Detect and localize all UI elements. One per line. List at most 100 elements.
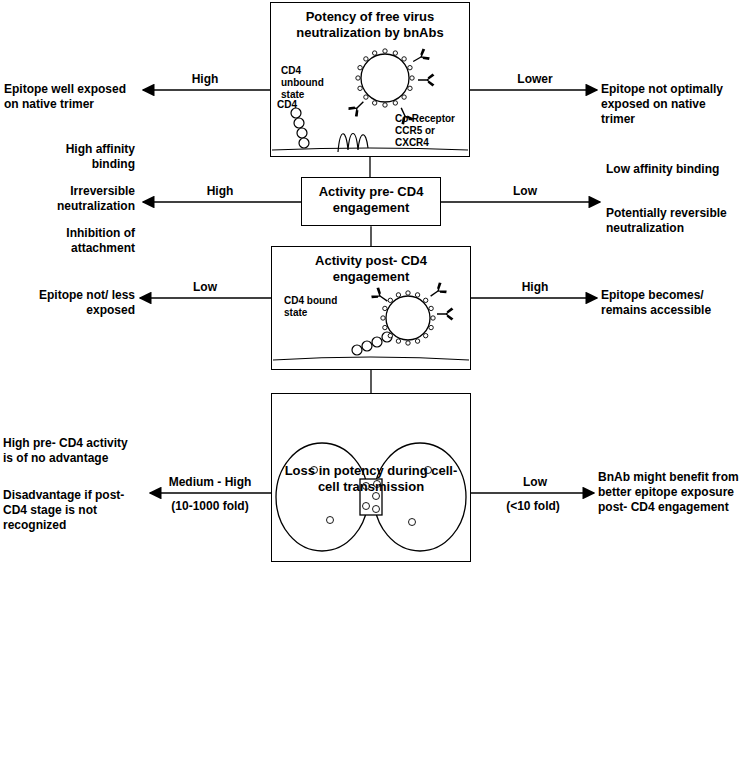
- env-spike: [423, 333, 427, 337]
- env-spike: [406, 291, 410, 295]
- env-spike: [406, 341, 410, 345]
- outcome-note: Disadvantage if post- CD4 stage is not r…: [3, 488, 124, 532]
- label-holder: Epitope not/ less exposed: [30, 288, 135, 318]
- arrow-label: High: [205, 184, 236, 198]
- env-spike: [383, 103, 387, 107]
- virion: [373, 506, 380, 513]
- env-spike: [429, 306, 433, 310]
- env-spike: [415, 339, 419, 343]
- virion: [327, 517, 334, 524]
- virion: [409, 519, 416, 526]
- env-spike: [358, 86, 362, 90]
- cd4-bound: [352, 332, 392, 355]
- label-holder: Epitope not optimally exposed on native …: [601, 82, 743, 127]
- arrow-label: (10-1000 fold): [169, 499, 250, 513]
- label-holder: Epitope becomes/ remains accessible: [601, 288, 736, 318]
- label-holder: Lower: [505, 72, 565, 87]
- label-holder: Medium - High: [155, 475, 265, 490]
- co-receptor: [338, 134, 368, 153]
- cell-cell-synapse: [276, 443, 466, 551]
- env-spike: [396, 293, 400, 297]
- outcome-note: High pre- CD4 activity is of no advantag…: [3, 436, 128, 465]
- env-spike: [410, 76, 414, 80]
- label-holder: Epitope well exposed on native trimer: [4, 82, 138, 112]
- env-spike: [383, 325, 387, 329]
- outcome-note: Epitope not optimally exposed on native …: [601, 82, 723, 126]
- outcome-note: Irreversible neutralization: [57, 184, 135, 213]
- illustration-label: CD4: [277, 99, 307, 111]
- env-spike: [372, 101, 376, 105]
- label-holder: High: [195, 184, 245, 199]
- env-spike: [408, 86, 412, 90]
- process-box: Potency of free virus neutralization by …: [270, 2, 470, 157]
- outcome-note: Epitope not/ less exposed: [39, 288, 135, 317]
- connector: [370, 370, 371, 393]
- virion: [363, 503, 370, 510]
- outcome-note: Low affinity binding: [606, 162, 719, 176]
- outcome-note: Epitope well exposed on native trimer: [4, 82, 126, 111]
- env-spike: [356, 76, 360, 80]
- arrow-label: Medium - High: [167, 475, 254, 489]
- env-spike: [402, 57, 406, 61]
- env-spike: [388, 298, 392, 302]
- label-holder: (10-1000 fold): [155, 499, 265, 514]
- label-holder: Low affinity binding: [606, 162, 731, 177]
- outcome-note: Potentially reversible neutralization: [606, 206, 727, 235]
- env-spike: [393, 101, 397, 105]
- label-holder: High pre- CD4 activity is of no advantag…: [3, 436, 138, 466]
- env-spike: [396, 339, 400, 343]
- outcome-note: Inhibition of attachment: [66, 226, 135, 255]
- arrow-label: High: [520, 280, 551, 294]
- process-box: Loss in potency during cell-cell transmi…: [271, 393, 471, 562]
- membrane-2: [273, 357, 469, 360]
- side-arrows: [140, 90, 600, 493]
- label-holder: High affinity binding: [35, 142, 135, 172]
- arrow-label: Lower: [515, 72, 554, 86]
- virion: [373, 493, 380, 500]
- outcome-note: High affinity binding: [66, 142, 135, 171]
- env-spike: [415, 293, 419, 297]
- label-holder: Inhibition of attachment: [35, 226, 135, 256]
- arrow-label: (<10 fold): [504, 499, 562, 513]
- label-holder: (<10 fold): [483, 499, 583, 514]
- box-title: Activity post- CD4 engagement: [272, 247, 470, 284]
- env-spike: [383, 49, 387, 53]
- env-spike: [429, 325, 433, 329]
- connector: [370, 226, 371, 246]
- cd4-receptor: [291, 108, 309, 148]
- label-holder: High: [180, 72, 230, 87]
- outcome-note: BnAb might benefit from better epitope e…: [598, 470, 739, 514]
- env-spike: [364, 57, 368, 61]
- env-spike: [388, 333, 392, 337]
- label-holder: BnAb might benefit from better epitope e…: [598, 470, 743, 515]
- env-spike: [423, 298, 427, 302]
- label-holder: Irreversible neutralization: [35, 184, 135, 214]
- connector: [369, 157, 370, 177]
- outcome-note: Epitope becomes/ remains accessible: [601, 288, 711, 317]
- env-spike: [381, 316, 385, 320]
- label-holder: Low: [505, 475, 565, 490]
- env-spike: [402, 95, 406, 99]
- arrow-label: Low: [521, 475, 549, 489]
- label-holder: Low: [180, 280, 230, 295]
- box-title: Activity pre- CD4 engagement: [302, 178, 440, 215]
- process-box: Activity pre- CD4 engagement: [301, 177, 441, 226]
- env-spike: [383, 306, 387, 310]
- env-spike: [372, 51, 376, 55]
- env-spike: [431, 316, 435, 320]
- arrow-label: Low: [511, 184, 539, 198]
- illustration-label: Co-Receptor CCR5 or CXCR4: [395, 113, 469, 149]
- arrow-label: High: [190, 72, 221, 86]
- illustration-label: CD4 bound state: [284, 295, 342, 319]
- process-box: Activity post- CD4 engagementCD4 bound s…: [271, 246, 471, 370]
- illustration-label: CD4 unbound state: [281, 65, 341, 101]
- env-spike: [358, 65, 362, 69]
- label-holder: Potentially reversible neutralization: [606, 206, 731, 236]
- box-title: Potency of free virus neutralization by …: [271, 3, 469, 40]
- label-holder: Disadvantage if post- CD4 stage is not r…: [3, 488, 145, 533]
- bound-virus: [371, 282, 453, 340]
- env-spike: [408, 65, 412, 69]
- env-spike: [393, 51, 397, 55]
- membrane: [272, 148, 468, 150]
